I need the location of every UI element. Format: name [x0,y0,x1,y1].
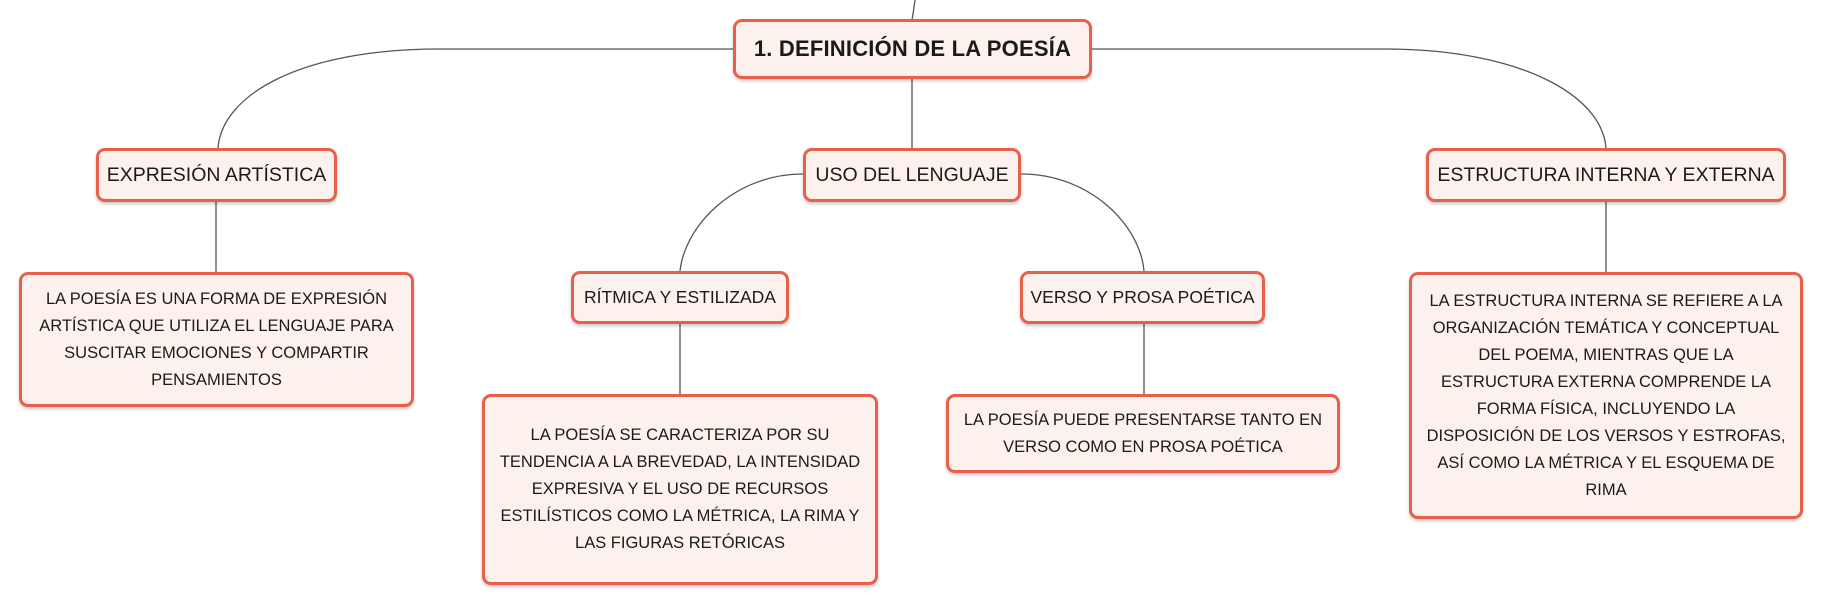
node-uso-del-lenguaje-label: USO DEL LENGUAJE [815,163,1009,186]
node-uso-del-lenguaje[interactable]: USO DEL LENGUAJE [803,148,1021,202]
root-node-label: 1. DEFINICIÓN DE LA POESÍA [753,36,1072,61]
detail-verso-prosa-poetica-text: LA POESÍA PUEDE PRESENTARSE TANTO EN VER… [963,410,1323,456]
detail-estructura-interna-externa[interactable]: LA ESTRUCTURA INTERNA SE REFIERE A LA OR… [1409,272,1803,519]
node-expresion-artistica-label: EXPRESIÓN ARTÍSTICA [106,163,327,186]
detail-ritmica-estilizada[interactable]: LA POESÍA SE CARACTERIZA POR SU TENDENCI… [482,394,878,585]
node-estructura-interna-externa[interactable]: ESTRUCTURA INTERNA Y EXTERNA [1426,148,1786,202]
connector-uso-to-verso [1020,173,1145,272]
detail-expresion-artistica[interactable]: LA POESÍA ES UNA FORMA DE EXPRESIÓN ARTÍ… [19,272,414,407]
connector-uso-to-ritmica [679,173,804,272]
root-node[interactable]: 1. DEFINICIÓN DE LA POESÍA [733,19,1092,79]
connector-root-to-estructura [1092,48,1607,149]
node-expresion-artistica[interactable]: EXPRESIÓN ARTÍSTICA [96,148,337,202]
node-ritmica-estilizada[interactable]: RÍTMICA Y ESTILIZADA [571,271,789,324]
detail-verso-prosa-poetica[interactable]: LA POESÍA PUEDE PRESENTARSE TANTO EN VER… [946,394,1340,473]
detail-estructura-interna-externa-text: LA ESTRUCTURA INTERNA SE REFIERE A LA OR… [1426,291,1786,499]
connector-root-to-expresion [217,48,733,149]
node-verso-prosa-poetica-label: VERSO Y PROSA POÉTICA [1030,287,1255,307]
node-verso-prosa-poetica[interactable]: VERSO Y PROSA POÉTICA [1020,271,1265,324]
node-ritmica-estilizada-label: RÍTMICA Y ESTILIZADA [584,287,776,307]
connector-parent-to-root [911,0,916,21]
node-estructura-interna-externa-label: ESTRUCTURA INTERNA Y EXTERNA [1437,163,1775,186]
detail-expresion-artistica-text: LA POESÍA ES UNA FORMA DE EXPRESIÓN ARTÍ… [39,289,394,389]
detail-ritmica-estilizada-text: LA POESÍA SE CARACTERIZA POR SU TENDENCI… [499,426,861,552]
